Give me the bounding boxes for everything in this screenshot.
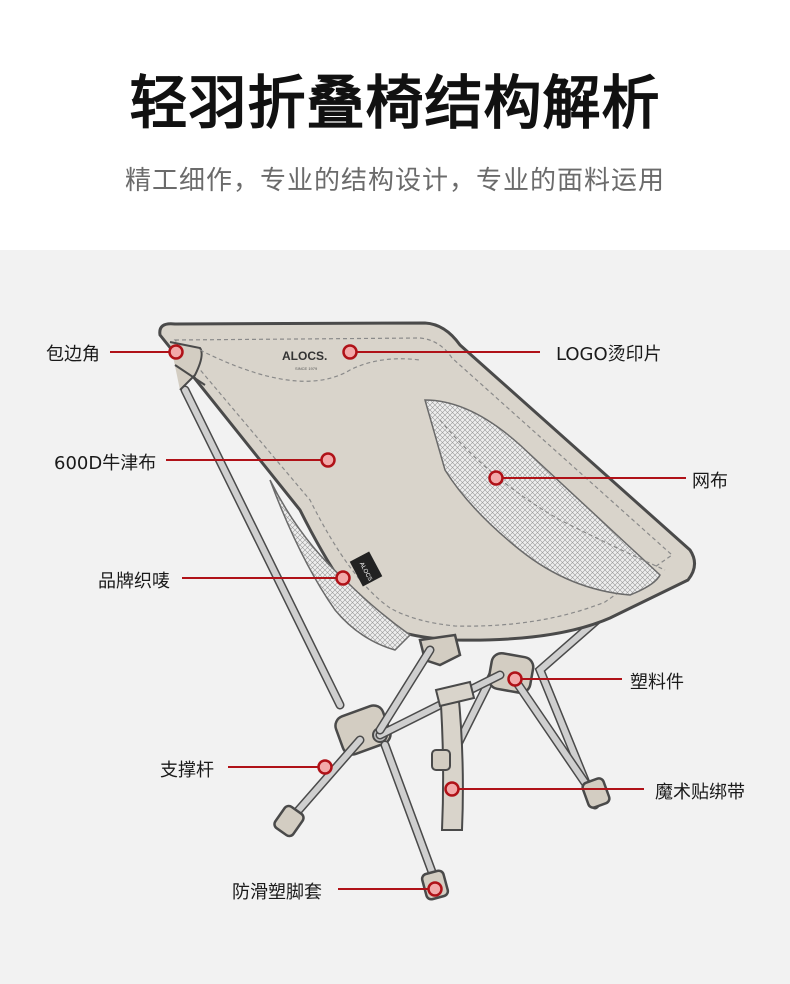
- foot-cover-3: [581, 777, 611, 809]
- marker-mesh: [490, 472, 503, 485]
- marker-edge-corner: [170, 346, 183, 359]
- page-title: 轻羽折叠椅结构解析: [0, 56, 790, 140]
- label-velcro-strap: 魔术贴绑带: [655, 778, 745, 804]
- chair-diagram: ALOCS. SINCE 1979 ALOCS: [0, 250, 790, 984]
- foot-cover-4: [432, 750, 450, 770]
- front-leg-1: [290, 740, 360, 820]
- marker-velcro-strap: [446, 783, 459, 796]
- label-mesh: 网布: [692, 467, 728, 493]
- label-edge-corner: 包边角: [46, 340, 100, 366]
- logo-print: ALOCS.: [282, 349, 327, 363]
- front-leg-2: [385, 745, 435, 880]
- header: 轻羽折叠椅结构解析 精工细作，专业的结构设计，专业的面料运用: [0, 0, 790, 250]
- label-logo-patch: LOGO烫印片: [556, 340, 662, 366]
- logo-since: SINCE 1979: [295, 366, 318, 371]
- chair-illustration: ALOCS. SINCE 1979 ALOCS: [0, 250, 790, 984]
- label-plastic-part: 塑料件: [630, 668, 684, 694]
- label-support-rod: 支撑杆: [160, 756, 214, 782]
- label-oxford-fabric: 600D牛津布: [54, 449, 156, 475]
- marker-foot-cover: [429, 883, 442, 896]
- marker-support-rod: [319, 761, 332, 774]
- marker-brand-label: [337, 572, 350, 585]
- marker-logo-patch: [344, 346, 357, 359]
- marker-plastic-part: [509, 673, 522, 686]
- marker-oxford-fabric: [322, 454, 335, 467]
- label-brand-label: 品牌织唛: [98, 567, 170, 593]
- label-foot-cover: 防滑塑脚套: [232, 878, 322, 904]
- page-subtitle: 精工细作，专业的结构设计，专业的面料运用: [0, 160, 790, 197]
